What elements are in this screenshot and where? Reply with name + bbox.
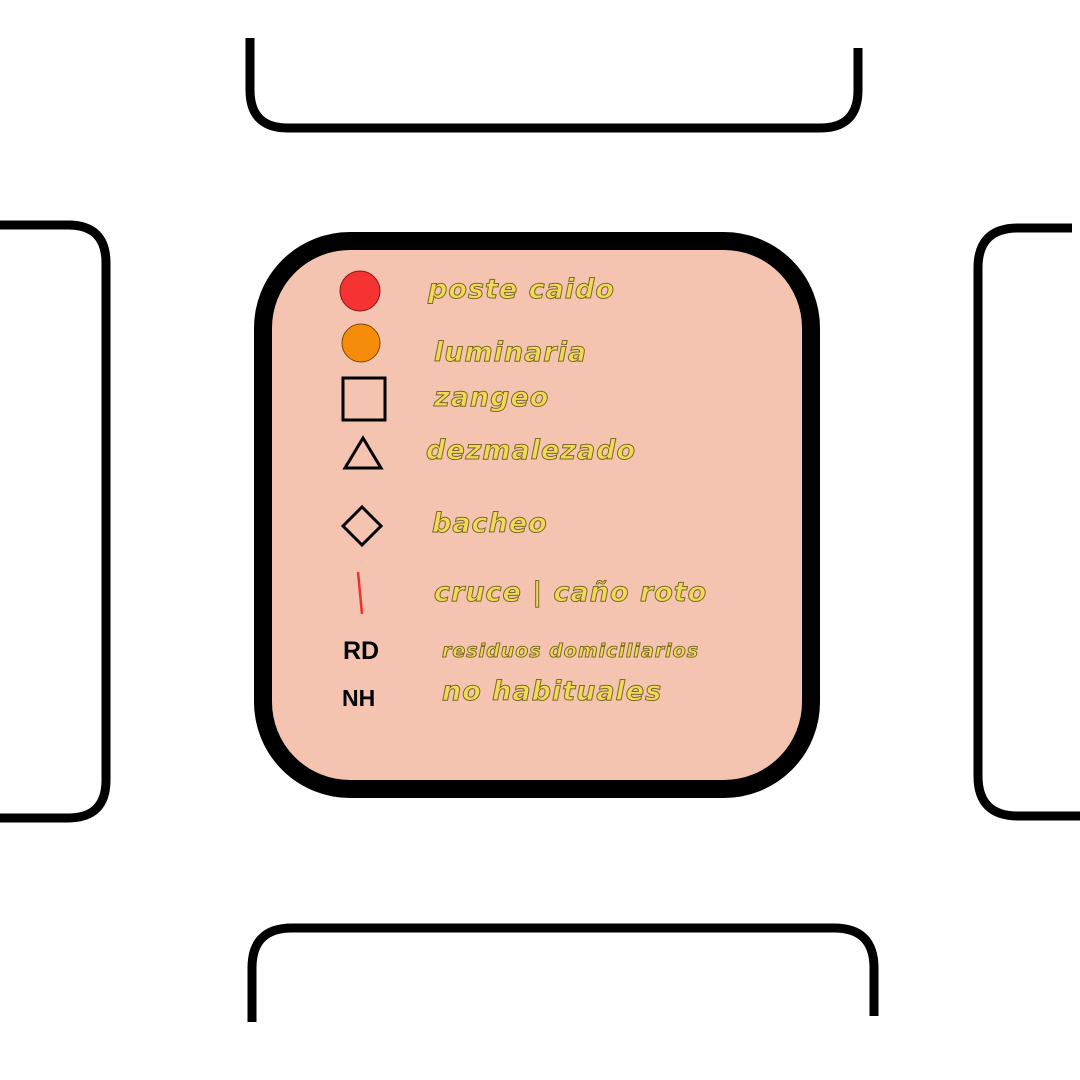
square-icon (341, 376, 387, 422)
legend-label-luminaria: luminaria (433, 337, 588, 368)
triangle-icon (342, 435, 384, 470)
legend-code-rd: RD (343, 637, 380, 665)
red-line-icon (356, 571, 364, 615)
legend-label-residuos-domiciliarios: residuos domiciliarios (441, 640, 700, 662)
legend-label-cruce-cano-roto: cruce | caño roto (433, 577, 708, 608)
legend-label-bacheo: bacheo (432, 508, 548, 539)
block-right (973, 223, 1080, 821)
block-left (0, 220, 111, 823)
legend-label-poste-caido: poste caido (428, 274, 615, 305)
legend-label-zangeo: zangeo (433, 382, 550, 413)
block-top (245, 38, 863, 133)
legend-label-no-habituales: no habituales (441, 676, 663, 707)
legend-code-nh: NH (342, 685, 376, 711)
legend-box (254, 232, 820, 798)
red-circle-icon (339, 270, 381, 312)
orange-circle-icon (341, 323, 381, 363)
block-bottom (247, 923, 879, 1022)
diamond-icon (340, 504, 384, 548)
legend-label-dezmalezado: dezmalezado (425, 435, 637, 466)
